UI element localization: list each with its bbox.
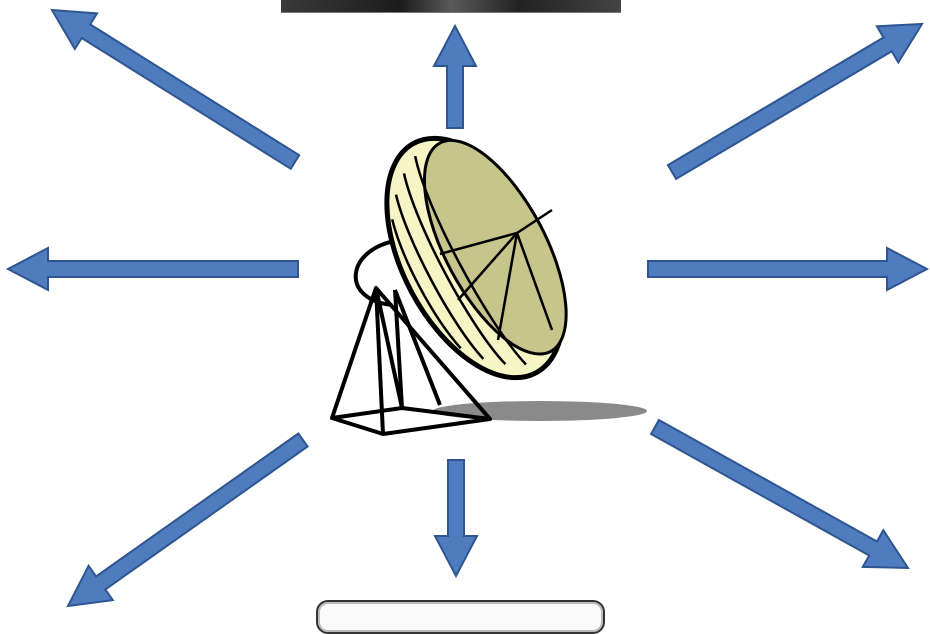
broadcast-diagram (0, 0, 930, 615)
dish-bowl (350, 109, 600, 407)
bottom-label-frame (316, 600, 605, 634)
arrow-down-icon (435, 460, 477, 576)
diagram-canvas (0, 0, 930, 615)
arrow-up-right-icon (668, 24, 922, 179)
dish-shadow (433, 401, 647, 421)
arrow-left-icon (8, 248, 298, 290)
arrow-up-left-icon (52, 10, 299, 169)
satellite-dish-icon (332, 109, 647, 434)
arrow-up-icon (434, 26, 476, 128)
arrow-right-icon (648, 248, 927, 290)
arrow-down-right-icon (651, 420, 908, 568)
arrow-down-left-icon (68, 434, 308, 607)
